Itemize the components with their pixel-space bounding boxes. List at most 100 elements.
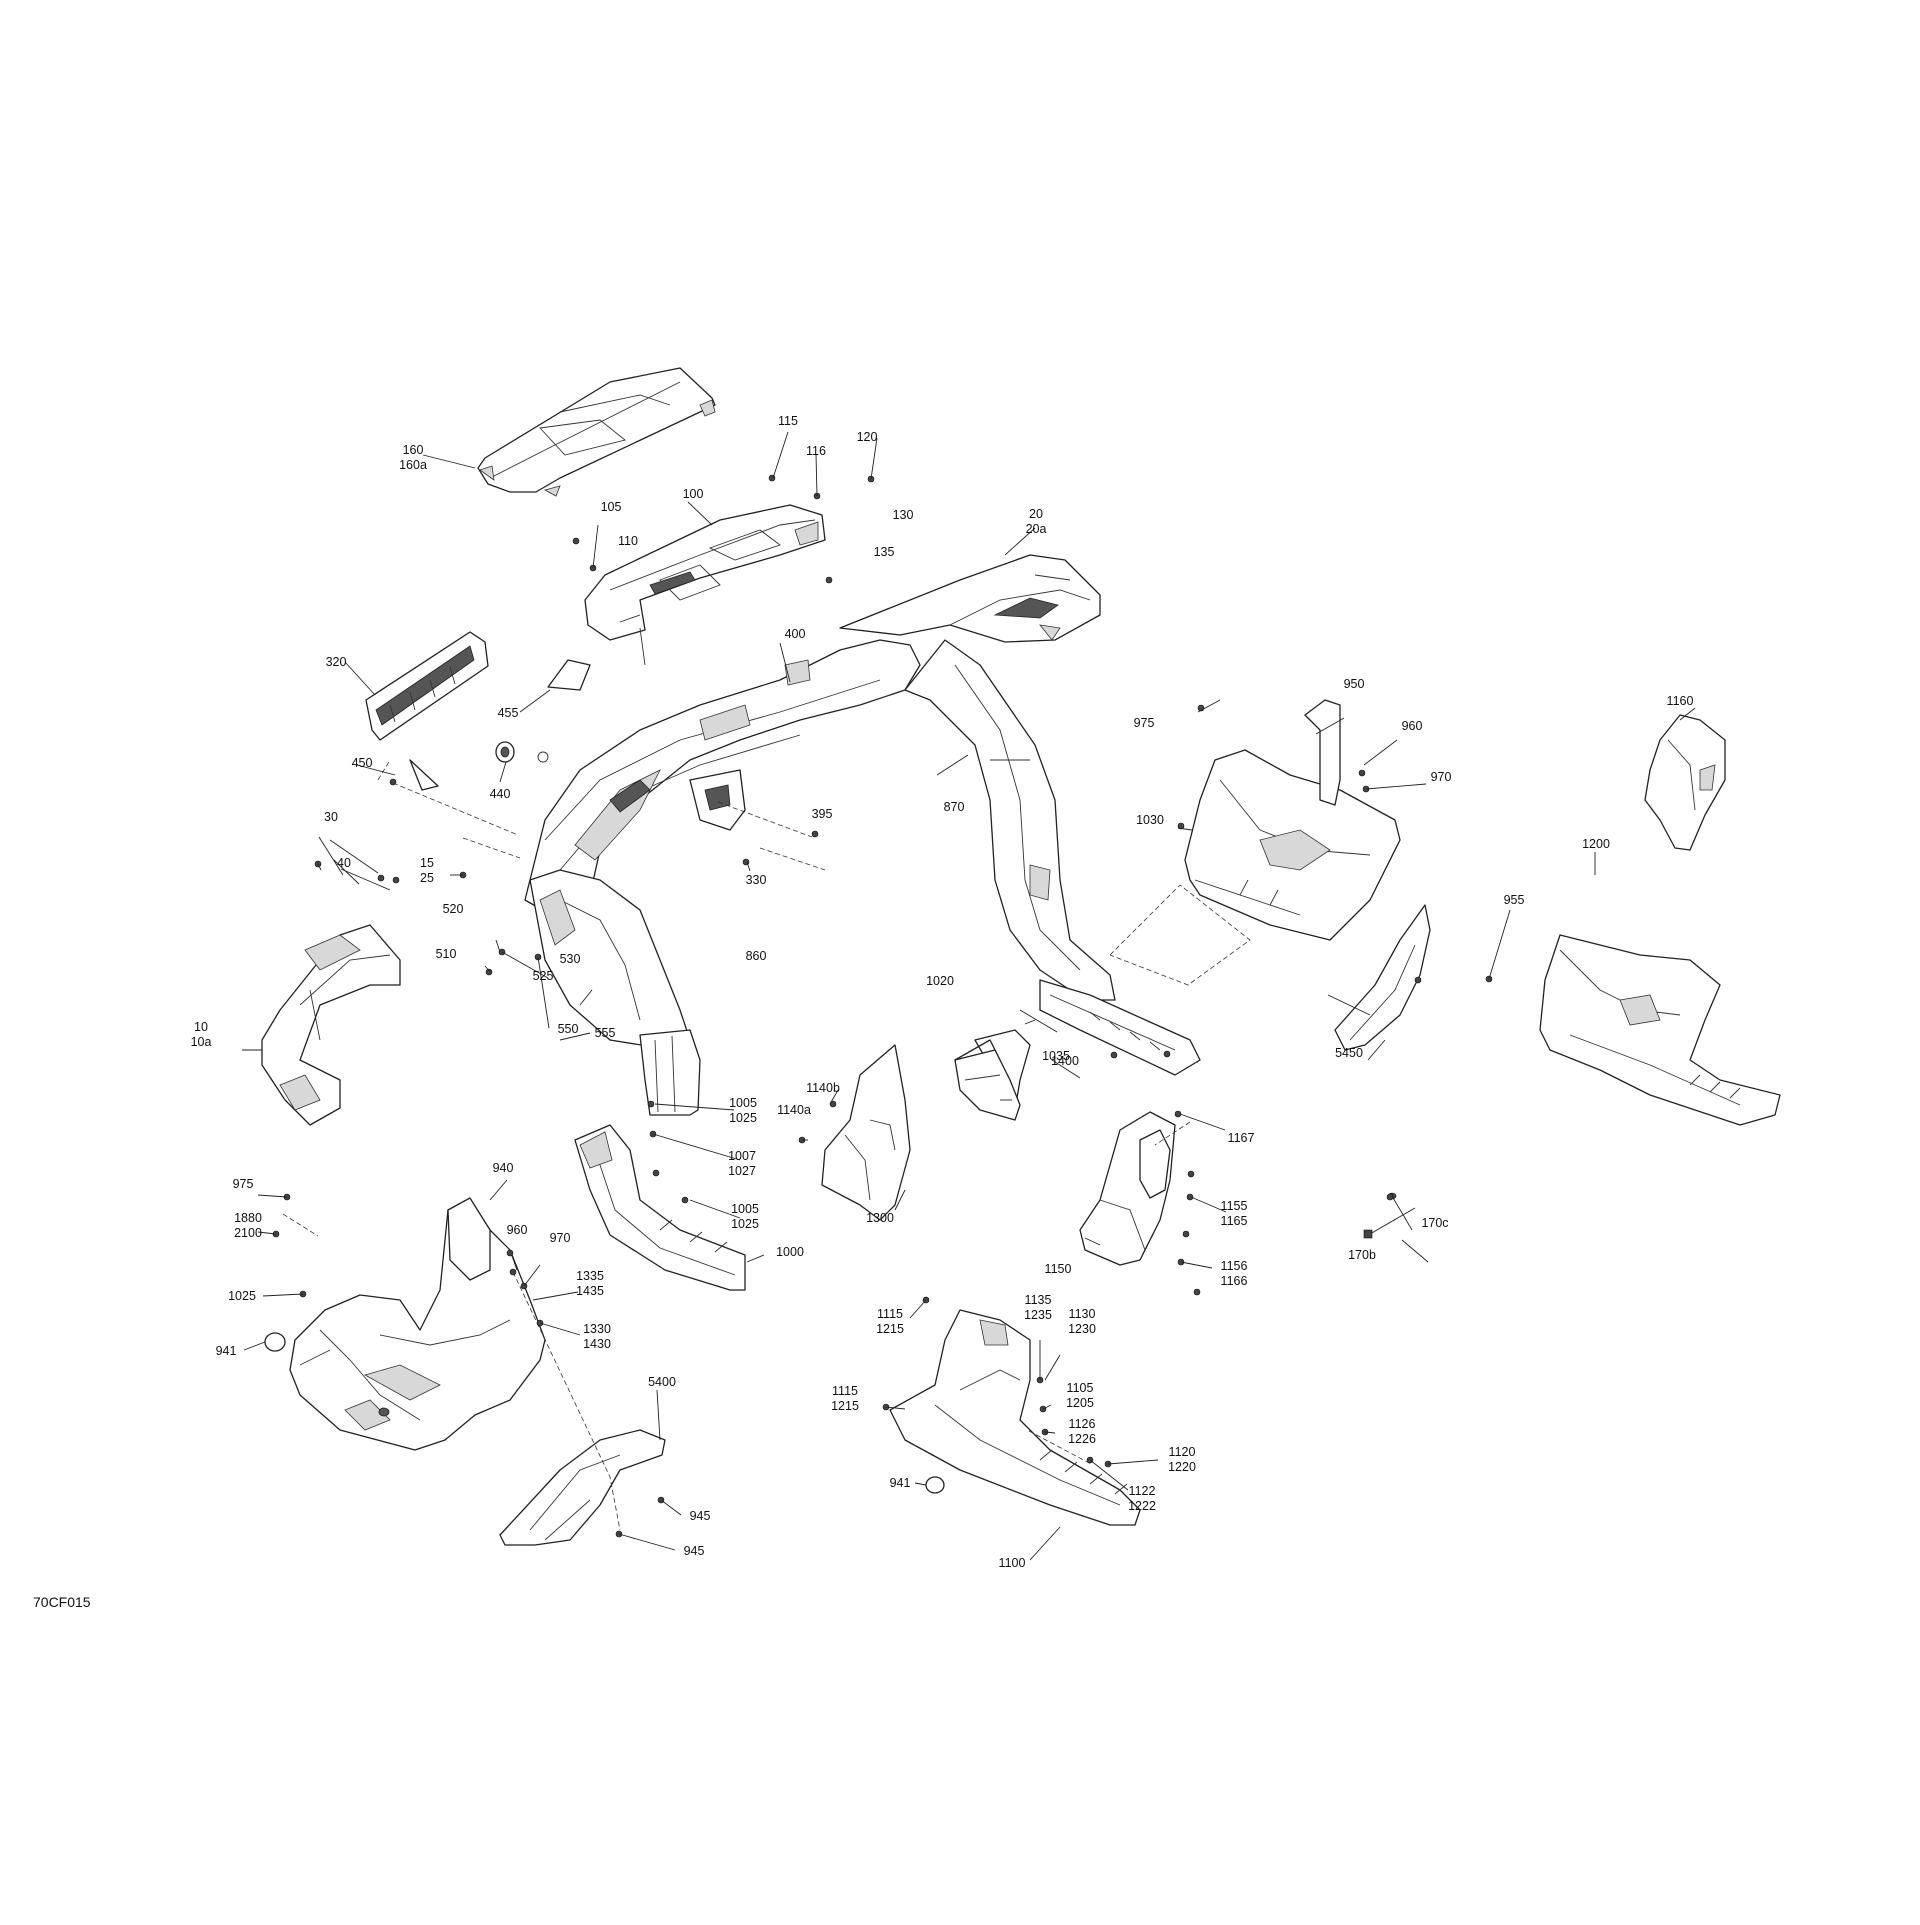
part-panel-455 [547, 659, 591, 691]
callout-170c: 170c [1421, 1216, 1448, 1230]
callout-1150: 1150 [1045, 1262, 1072, 1276]
callout-860: 860 [746, 949, 767, 963]
callout-520: 520 [443, 902, 464, 916]
part-top-cover [477, 367, 716, 497]
callout-1020: 1020 [926, 974, 954, 988]
callout-960-top: 960 [1402, 719, 1423, 733]
callout-115: 115 [778, 414, 798, 428]
callout-940: 940 [493, 1161, 514, 1175]
callout-116: 116 [806, 444, 826, 458]
leader-lines [242, 431, 1696, 1561]
callout-395: 395 [812, 807, 833, 821]
part-right-shield-5450 [1334, 904, 1431, 1051]
callout-1200: 1200 [1582, 837, 1610, 851]
callout-105: 105 [601, 500, 622, 514]
callout-400: 400 [785, 627, 806, 641]
callout-1100: 1100 [999, 1556, 1026, 1570]
callout-1140b: 1140b [806, 1081, 840, 1095]
callout-555: 555 [595, 1026, 616, 1040]
part-right-pillar [904, 639, 1116, 1001]
callout-135: 135 [874, 545, 895, 559]
callout-970-top: 970 [1431, 770, 1452, 784]
part-left-footwell [289, 1197, 546, 1451]
part-left-fender [261, 924, 401, 1126]
part-dashboard [584, 504, 826, 666]
assembly-lines [282, 759, 1251, 1531]
callout-1030: 1030 [1136, 813, 1164, 827]
callout-945-bottom: 945 [684, 1544, 705, 1558]
part-right-cowl [839, 554, 1101, 643]
part-right-panel-1150 [1079, 1111, 1176, 1266]
part-lower-shield-5400 [499, 1429, 666, 1546]
callout-1025: 1025 [228, 1289, 256, 1303]
callout-5400: 5400 [648, 1375, 676, 1389]
part-door-panel-1300 [821, 1044, 911, 1221]
callout-100: 100 [683, 487, 704, 501]
callout-941-right: 941 [890, 1476, 911, 1490]
callout-5450: 5450 [1335, 1046, 1363, 1060]
part-door-panel-1400 [954, 1029, 1031, 1121]
callout-440: 440 [490, 787, 511, 801]
callout-1000: 1000 [776, 1245, 804, 1259]
part-right-sill-1100 [889, 1309, 1141, 1526]
callout-1035: 1035 [1042, 1049, 1070, 1063]
callout-941-left: 941 [216, 1344, 237, 1358]
part-right-rear-panel-1200 [1539, 934, 1781, 1126]
part-right-footwell [1184, 699, 1401, 941]
callout-170b: 170b [1348, 1248, 1376, 1262]
part-main-frame [524, 639, 921, 1116]
callout-1140a: 1140a [777, 1103, 811, 1117]
callout-970-bottom: 970 [550, 1231, 571, 1245]
callout-130: 130 [893, 508, 914, 522]
callout-955: 955 [1504, 893, 1525, 907]
figure-code: 70CF015 [33, 1594, 91, 1610]
callout-320: 320 [326, 655, 347, 669]
callout-120: 120 [857, 430, 878, 444]
callout-1300: 1300 [866, 1211, 894, 1225]
callout-530: 530 [560, 952, 581, 966]
callout-455: 455 [498, 706, 519, 720]
callout-40: 40 [337, 856, 351, 870]
callout-950: 950 [1344, 677, 1365, 691]
callout-1160: 1160 [1667, 694, 1694, 708]
callout-1400: 1400 [1051, 1054, 1079, 1068]
callout-525: 525 [533, 969, 554, 983]
part-left-sill [574, 1124, 746, 1291]
part-right-sill [1039, 979, 1201, 1076]
part-right-upper-panel-1160 [1644, 714, 1726, 851]
callout-945-top: 945 [690, 1509, 711, 1523]
callout-110: 110 [618, 534, 638, 548]
part-grille [365, 631, 489, 741]
callout-975-bottom: 975 [233, 1177, 254, 1191]
callout-550: 550 [558, 1022, 579, 1036]
callout-30: 30 [324, 810, 338, 824]
callout-330: 330 [746, 873, 767, 887]
callout-870: 870 [944, 800, 965, 814]
part-panel-450 [409, 759, 439, 791]
callout-510: 510 [436, 947, 457, 961]
callout-960-bottom: 960 [507, 1223, 528, 1237]
